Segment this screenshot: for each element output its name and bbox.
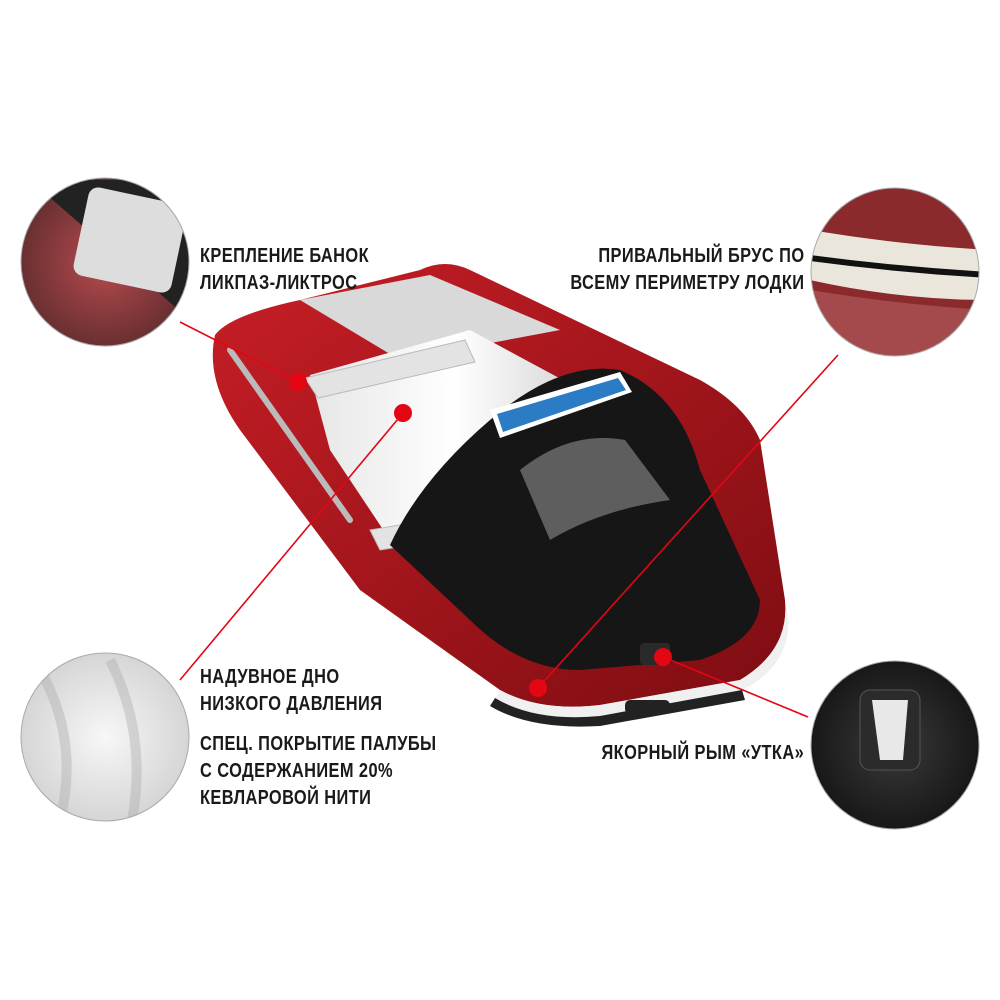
callout-anchor-cleat: ЯКОРНЫЙ РЫМ «УТКА» [601, 740, 804, 767]
callout-rub-strake: ПРИВАЛЬНЫЙ БРУС ПО ВСЕМУ ПЕРИМЕТРУ ЛОДКИ [570, 243, 804, 297]
callout-text: С СОДЕРЖАНИЕМ 20% [200, 760, 393, 782]
detail-circle-deck-coating [20, 652, 190, 822]
detail-circle-anchor-cleat [810, 660, 980, 830]
hood-window [520, 438, 670, 540]
marker-dot-bench [289, 373, 307, 391]
callout-text: ЯКОРНЫЙ РЫМ «УТКА» [601, 742, 804, 764]
callout-text: КЕВЛАРОВОЙ НИТИ [200, 787, 372, 809]
pointer-line-strake [537, 354, 839, 689]
marker-dot-floor [394, 404, 412, 422]
pointer-line-cleat [662, 656, 809, 718]
callout-text: ЛИКПАЗ-ЛИКТРОС [200, 272, 358, 294]
pointer-lines [179, 321, 839, 718]
callout-bench-mount: КРЕПЛЕНИЕ БАНОК ЛИКПАЗ-ЛИКТРОС [200, 243, 369, 297]
callout-text: ПРИВАЛЬНЫЙ БРУС ПО [597, 245, 804, 267]
callout-deck-coating: СПЕЦ. ПОКРЫТИЕ ПАЛУБЫ С СОДЕРЖАНИЕМ 20% … [200, 731, 437, 812]
marker-dot-cleat [654, 648, 672, 666]
oar [227, 347, 353, 523]
boat [212, 264, 789, 727]
detail-circle-rub-strake [810, 187, 980, 357]
detail-circle-bench-mount [20, 177, 190, 347]
callout-inflatable-floor: НАДУВНОЕ ДНО НИЗКОГО ДАВЛЕНИЯ [200, 664, 382, 718]
callout-text: ВСЕМУ ПЕРИМЕТРУ ЛОДКИ [569, 272, 804, 294]
callout-text: СПЕЦ. ПОКРЫТИЕ ПАЛУБЫ [200, 733, 437, 755]
pointer-line-floor [179, 412, 404, 681]
callout-text: НАДУВНОЕ ДНО [200, 666, 340, 688]
callout-text: НИЗКОГО ДАВЛЕНИЯ [200, 693, 383, 715]
pointer-line-bench [179, 321, 299, 383]
carry-handle [625, 700, 670, 714]
marker-dot-strake [529, 679, 547, 697]
callout-text: КРЕПЛЕНИЕ БАНОК [200, 245, 370, 267]
